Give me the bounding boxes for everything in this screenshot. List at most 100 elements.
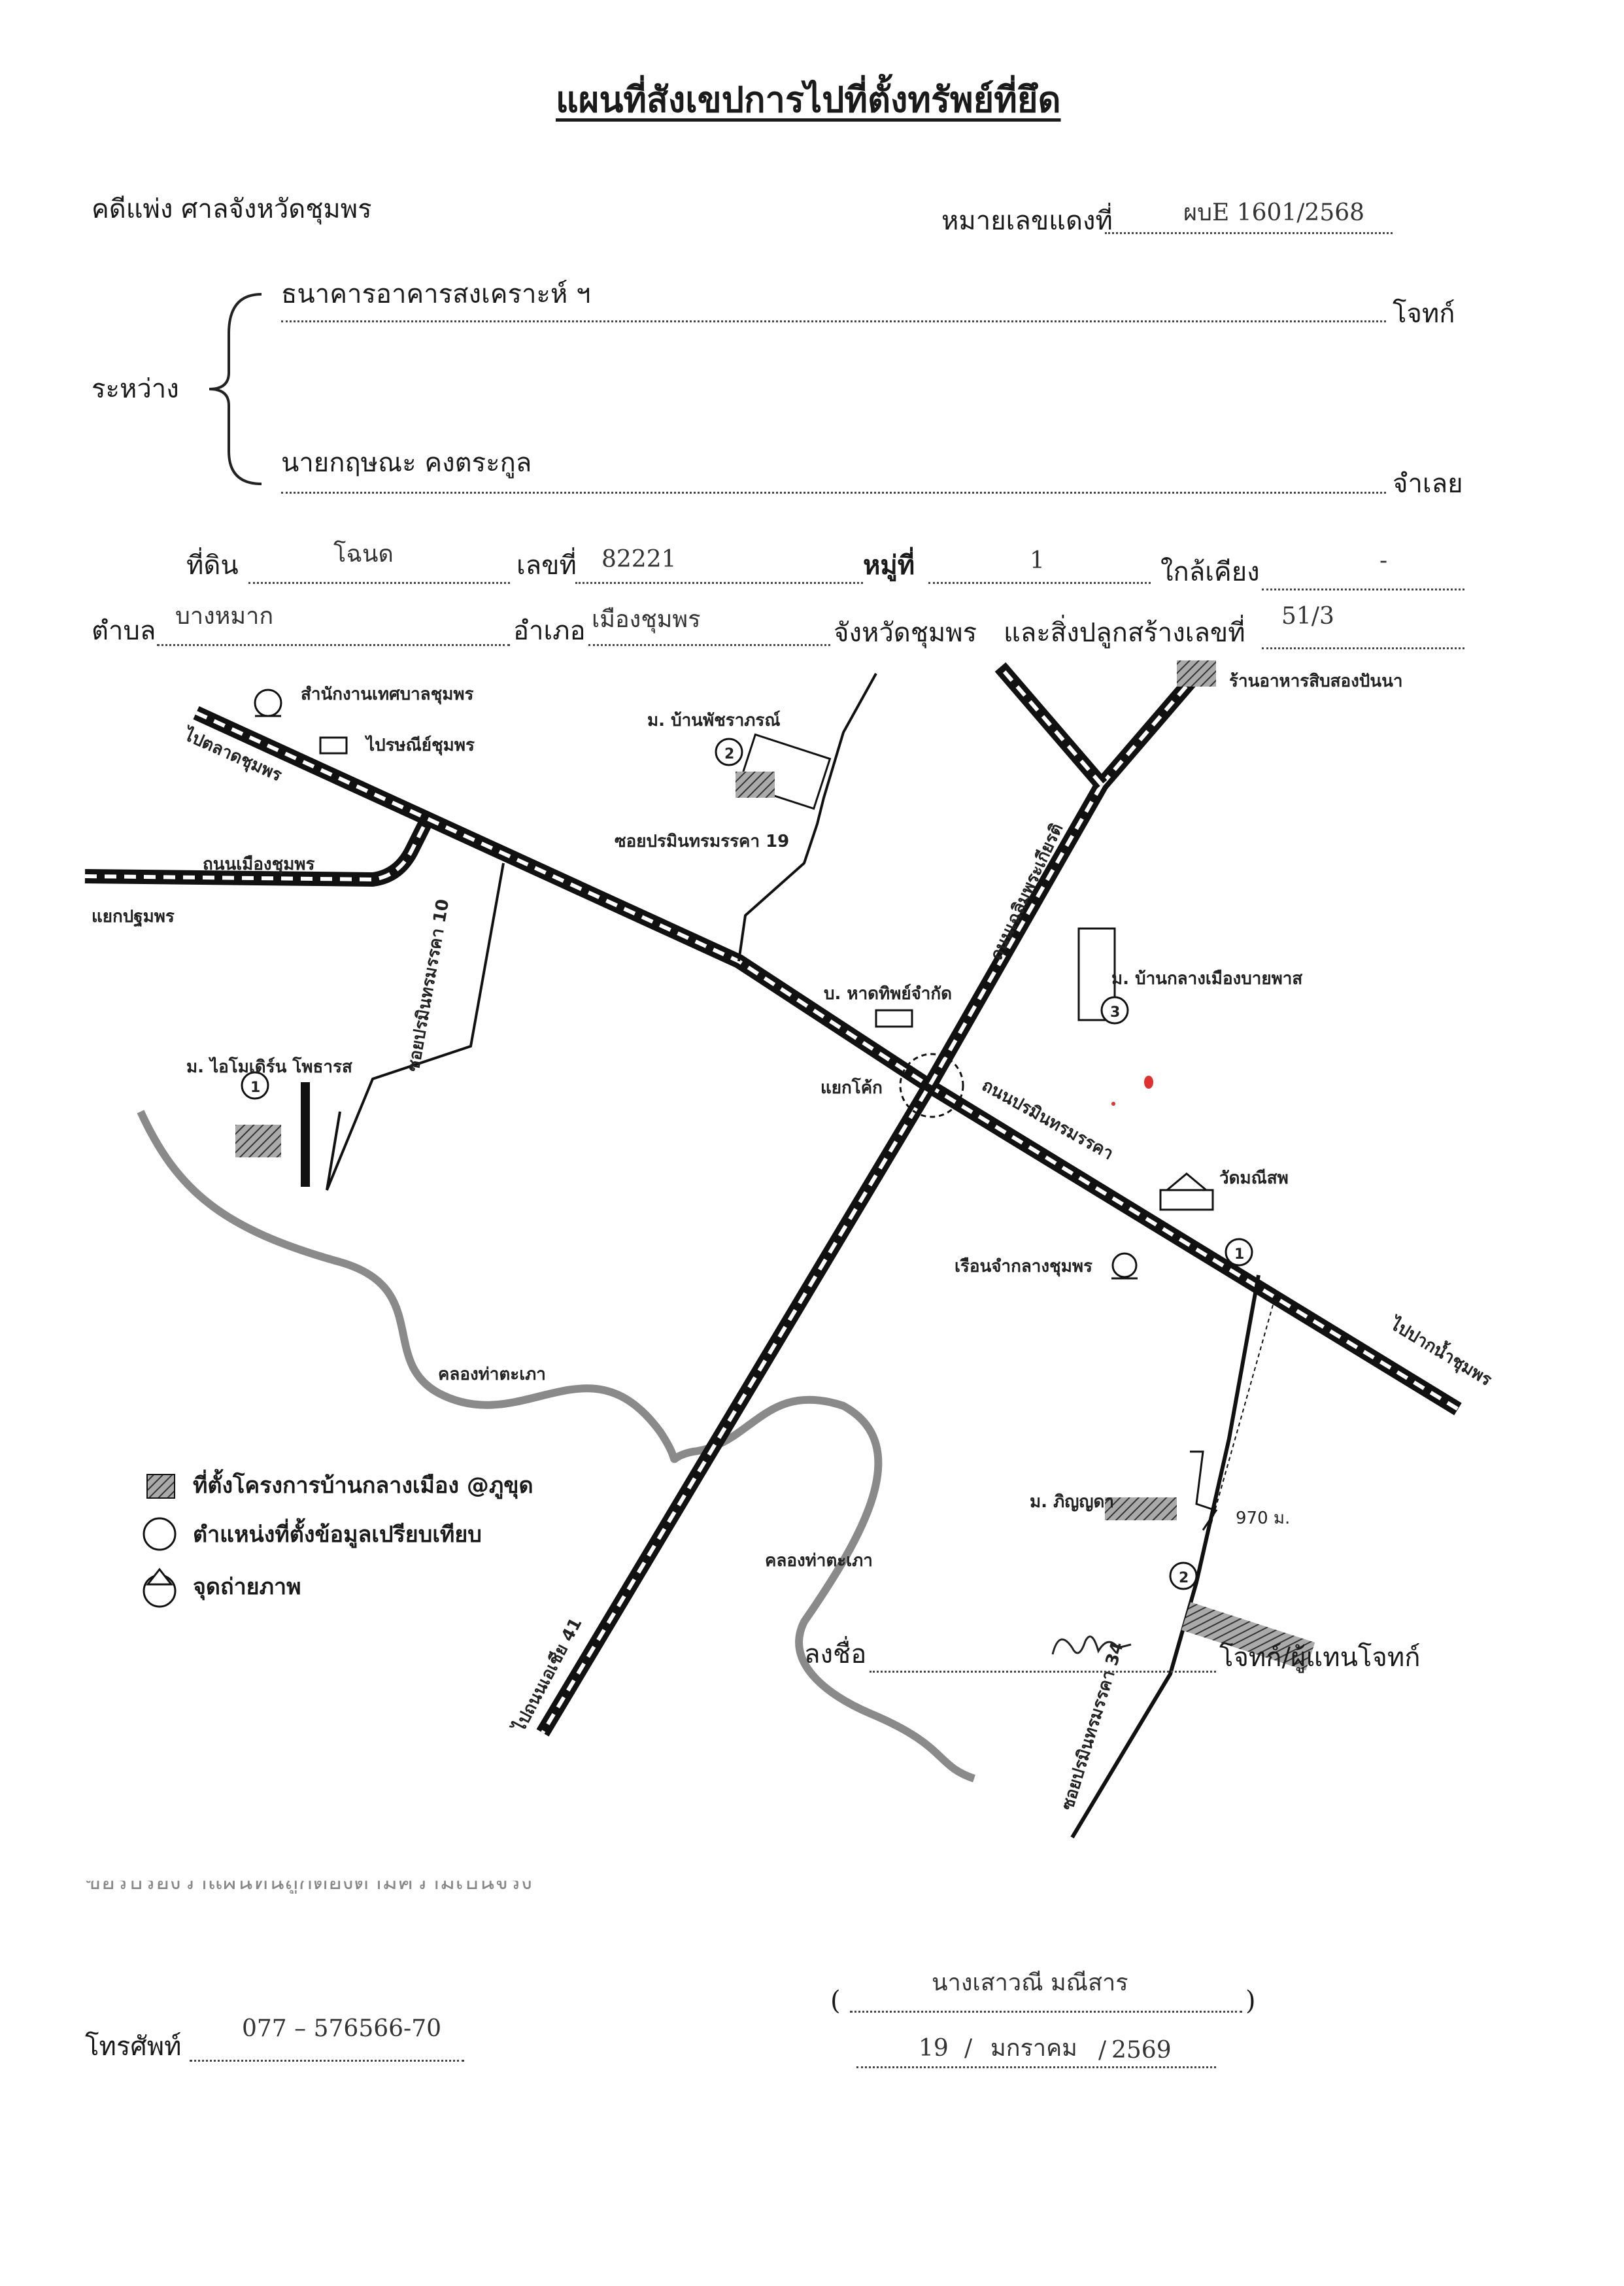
land-dots	[248, 582, 510, 584]
amphoe-dots	[588, 644, 830, 646]
marker-3-right	[1100, 996, 1129, 1025]
phone-value: 077 – 576566-70	[242, 2015, 441, 2042]
soi-10	[326, 862, 505, 1191]
label-soi10: ซอยปรมินทรมรรคา 10	[403, 898, 453, 1073]
label-distance: 970 ม.	[1236, 1509, 1290, 1528]
label-prison: เรือนจำกลางชุมพร	[955, 1257, 1092, 1277]
marker-2-top-num: 2	[724, 746, 734, 762]
road-chaloem	[536, 781, 1108, 1737]
label-canal2: คลองท่าตะเภา	[765, 1551, 873, 1571]
circle-icon	[143, 1517, 177, 1551]
project-hatch	[1181, 1602, 1315, 1671]
date-sep2: /	[1098, 2037, 1107, 2064]
defendant-name: นายกฤษณะ คงตระกูล	[281, 448, 532, 478]
between-label: ระหว่าง	[92, 374, 179, 404]
phinyada-hatch	[1105, 1497, 1177, 1520]
land-type: โฉนด	[333, 541, 394, 568]
label-road-chaloem: ถนนเฉลิมพระเกียรติ	[987, 821, 1067, 963]
signer-dots	[850, 2011, 1242, 2013]
hatched-square-icon	[146, 1474, 175, 1499]
nearby-value: -	[1379, 547, 1388, 574]
marker-1-right	[1225, 1238, 1253, 1267]
label-phatcharaphon: ม. บ้านพัชราภรณ์	[647, 710, 781, 730]
road-mueang	[84, 821, 431, 887]
label-pathom: แยกปฐมพร	[92, 907, 175, 928]
building-label: และสิ่งปลูกสร้างเลขที่	[1004, 618, 1245, 648]
company-icon	[875, 1009, 913, 1028]
shop12-hatch	[1177, 660, 1216, 687]
land-number-label: เลขที่	[516, 551, 577, 581]
tambon-value: บางหมาก	[175, 603, 274, 630]
nearby-label: ใกล้เคียง	[1160, 557, 1260, 587]
label-soi19: ซอยปรมินทรมรรคา 19	[615, 832, 789, 851]
label-municipal: สำนักงานเทศบาลชุมพร	[301, 685, 474, 705]
amphoe-value: เมืองชุมพร	[592, 606, 701, 633]
soi-19	[737, 673, 877, 962]
moo-dots	[928, 582, 1151, 584]
defendant-role: จำเลย	[1393, 469, 1463, 499]
sign-role: โจทก์/ผู้แทนโจทก์	[1219, 1643, 1421, 1673]
marker-2-top	[715, 738, 743, 766]
certify-text: ขอรับรองว่าแผนที่นี้ถูกต้องตามความเป็นจร…	[85, 1868, 533, 1895]
post-office-icon	[319, 736, 348, 755]
canal-line	[137, 1110, 975, 1783]
court-label: คดีแพ่ง ศาลจังหวัดชุมพร	[92, 194, 372, 224]
phinyada-outline	[1190, 1450, 1218, 1531]
label-canal1: คลองท่าตะเภา	[438, 1365, 546, 1384]
plaintiff-role: โจทก์	[1393, 299, 1455, 329]
nearby-dots	[1262, 589, 1464, 590]
label-post: ไปรษณีย์ชุมพร	[364, 734, 475, 756]
red-mark	[1144, 1076, 1153, 1089]
prison-icon	[1111, 1252, 1138, 1280]
label-kok: แยกโค้ก	[820, 1077, 883, 1098]
date-sep1: /	[964, 2035, 973, 2062]
kok-junction-circle	[899, 1053, 964, 1118]
municipal-icon	[254, 689, 282, 717]
i-mobile-hatch	[235, 1125, 281, 1157]
signature-mark	[1051, 1635, 1132, 1655]
document-title: แผนที่สังเขปการไปที่ตั้งทรัพย์ที่ยึด	[556, 78, 1061, 120]
land-number-dots	[575, 582, 863, 584]
phone-label: โทรศัพท์	[85, 2032, 182, 2062]
red-number-value: ผบE 1601/2568	[1183, 199, 1365, 226]
label-i-mobile: ม. ไอโมเดิร์น โพธารส	[186, 1056, 352, 1077]
phone-dots	[190, 2060, 464, 2062]
label-klang-mueang: ม. บ้านกลางเมืองบายพาส	[1111, 969, 1302, 989]
land-number-value: 82221	[601, 546, 677, 573]
date-year: 2569	[1111, 2037, 1172, 2064]
road-paramin	[193, 706, 1462, 1416]
red-mark-small	[1111, 1102, 1115, 1106]
soi-34	[1070, 1274, 1260, 1839]
close-paren: )	[1245, 1986, 1256, 2016]
label-phinyada: ม. ภิญญดา	[1030, 1492, 1114, 1512]
klang-mueang-block	[1077, 927, 1116, 1021]
amphoe-label: อำเภอ	[513, 616, 586, 646]
distance-arrow	[1196, 1297, 1276, 1577]
marker-1-left-num: 1	[250, 1080, 260, 1096]
land-label: ที่ดิน	[186, 551, 239, 581]
between-brace	[209, 293, 262, 485]
date-month: มกราคม	[990, 2035, 1077, 2062]
plaintiff-dots	[281, 320, 1386, 322]
phatcharaphon-block	[737, 733, 832, 810]
phatcharaphon-hatch	[736, 772, 775, 798]
red-number-label: หมายเลขแดงที่	[941, 206, 1113, 236]
date-day: 19	[919, 2035, 949, 2062]
photo-point-icon	[143, 1567, 177, 1608]
marker-1-left	[241, 1071, 269, 1100]
marker-3-right-num: 3	[1110, 1004, 1120, 1021]
red-number-dots	[1105, 232, 1393, 234]
moo-label: หมู่ที่	[863, 550, 915, 581]
sign-label: ลงชื่อ	[804, 1639, 867, 1669]
marker-1-right-num: 1	[1234, 1246, 1244, 1263]
building-dots	[1262, 647, 1464, 649]
i-mobile-building	[301, 1082, 310, 1187]
legend-photo: จุดถ่ายภาพ	[193, 1574, 301, 1600]
province-label: จังหวัดชุมพร	[834, 618, 977, 648]
signer-name: นางเสาวณี มณีสาร	[932, 1970, 1128, 1996]
defendant-dots	[281, 492, 1386, 494]
label-hatthip: บ. หาดทิพย์จำกัด	[824, 983, 952, 1004]
tambon-label: ตำบล	[92, 616, 156, 646]
date-dots	[856, 2066, 1216, 2068]
